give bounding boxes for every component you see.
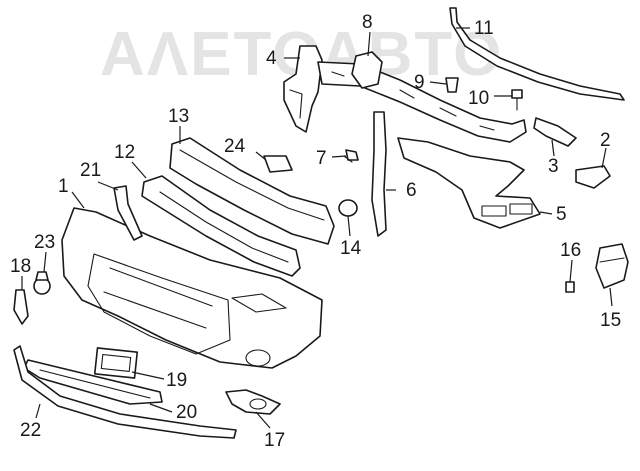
side-marker xyxy=(13,289,29,325)
lower-grille xyxy=(23,359,163,405)
callout-7: 7 xyxy=(316,148,327,169)
callout-11: 11 xyxy=(474,18,494,39)
callout-24: 24 xyxy=(224,136,246,157)
callout-5: 5 xyxy=(556,204,567,225)
callout-19: 19 xyxy=(166,370,187,391)
callout-16: 16 xyxy=(560,240,581,261)
callout-18: 18 xyxy=(10,256,31,277)
callout-2: 2 xyxy=(600,130,611,151)
vertical-brace xyxy=(371,111,387,237)
module-bracket xyxy=(595,243,629,289)
bumper-cover xyxy=(61,207,323,369)
clip-9 xyxy=(445,77,459,93)
callout-6: 6 xyxy=(406,180,417,201)
bolt-16 xyxy=(565,281,575,293)
callout-20: 20 xyxy=(176,402,197,423)
callout-17: 17 xyxy=(264,430,285,451)
bolt-7 xyxy=(343,149,359,163)
bumper-bracket-21 xyxy=(113,185,143,241)
callout-4: 4 xyxy=(266,48,277,69)
callout-8: 8 xyxy=(362,12,373,33)
lower-lip-spoiler xyxy=(13,345,237,439)
energy-absorber xyxy=(141,175,301,277)
left-bracket xyxy=(283,45,323,133)
callout-1: 1 xyxy=(58,176,69,197)
cap xyxy=(338,199,358,217)
callout-15: 15 xyxy=(600,310,621,331)
callout-9: 9 xyxy=(414,72,425,93)
fog-lamp-bezel xyxy=(225,389,281,415)
side-bracket-2 xyxy=(575,165,611,189)
lower-support-bracket xyxy=(397,137,541,229)
callout-14: 14 xyxy=(340,238,362,259)
impact-absorber xyxy=(169,137,335,245)
connector-clip xyxy=(263,155,293,173)
side-bracket-3 xyxy=(533,117,577,147)
callout-13: 13 xyxy=(168,106,189,127)
center-bracket xyxy=(351,51,383,89)
bolt-10 xyxy=(511,89,523,111)
license-plate-bracket xyxy=(93,347,139,379)
parking-sensor xyxy=(33,271,51,295)
callout-3: 3 xyxy=(548,156,559,177)
callout-22: 22 xyxy=(20,420,41,441)
callout-12: 12 xyxy=(114,142,135,163)
callout-10: 10 xyxy=(468,88,489,109)
leader-lines xyxy=(21,27,613,429)
callout-23: 23 xyxy=(34,232,55,253)
callout-21: 21 xyxy=(80,160,101,181)
